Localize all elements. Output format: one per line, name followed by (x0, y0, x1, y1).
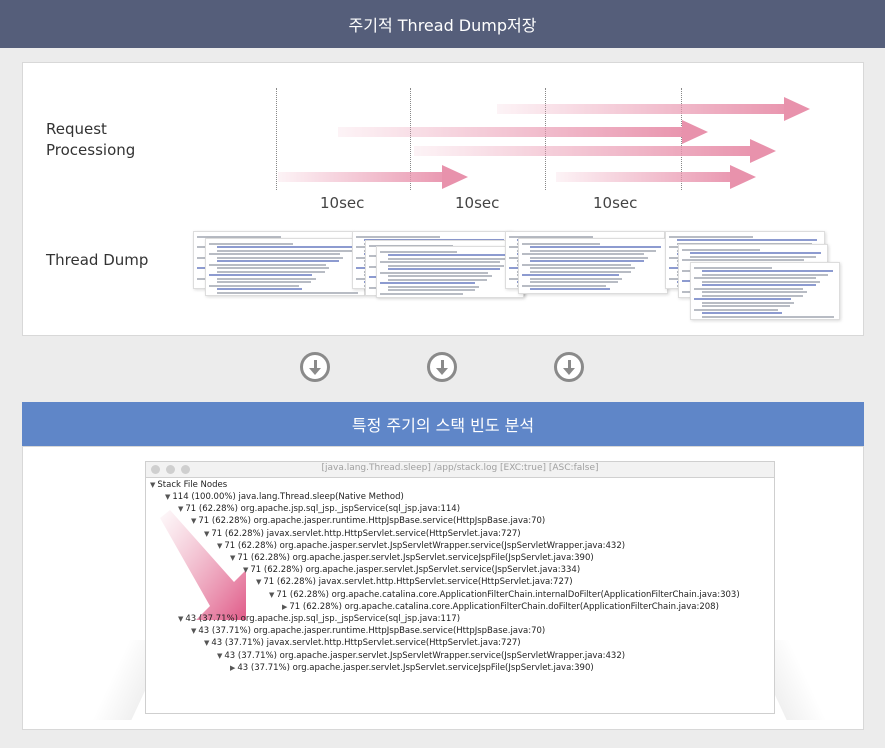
thread-dump-thumbnail (690, 262, 840, 320)
tree-node[interactable]: ▼43 (37.71%) org.apache.jsp.sql_jsp._jsp… (178, 613, 460, 625)
request-arrow-4 (278, 165, 468, 189)
analysis-title: 특정 주기의 스택 빈도 분석 (351, 416, 535, 435)
tree-node-text: 71 (62.28%) org.apache.jasper.runtime.Ht… (198, 516, 546, 527)
tree-node[interactable]: ▼71 (62.28%) javax.servlet.http.HttpServ… (204, 528, 521, 540)
tree-node[interactable]: ▼71 (62.28%) org.apache.jasper.servlet.J… (230, 552, 594, 564)
tree-node-text: 43 (37.71%) org.apache.jasper.servlet.Js… (237, 662, 594, 673)
tree-node-text: 71 (62.28%) org.apache.jasper.servlet.Js… (237, 553, 594, 563)
expand-icon[interactable]: ▶ (230, 663, 236, 672)
request-arrow-5 (556, 165, 756, 189)
thread-dump-thumbnail (376, 246, 524, 298)
collapse-icon[interactable]: ▼ (191, 517, 197, 526)
interval-line-4 (681, 88, 682, 190)
drill-down-arrow-icon (160, 510, 246, 620)
down-arrow-icon (554, 352, 584, 382)
collapse-icon[interactable]: ▼ (243, 566, 249, 575)
expand-icon[interactable]: ▶ (282, 602, 288, 611)
request-arrow-3 (414, 139, 776, 163)
collapse-icon[interactable]: ▼ (269, 590, 275, 599)
interval-label-3: 10sec (593, 194, 638, 212)
tree-node[interactable]: ▼43 (37.71%) javax.servlet.http.HttpServ… (204, 637, 521, 649)
collapse-icon[interactable]: ▼ (217, 541, 223, 550)
collapse-icon[interactable]: ▼ (204, 639, 210, 648)
tree-node-text: 43 (37.71%) javax.servlet.http.HttpServl… (211, 638, 521, 649)
tree-node-text: 71 (62.28%) org.apache.jasper.servlet.Js… (250, 565, 581, 576)
collapse-icon[interactable]: ▼ (204, 529, 210, 538)
tree-node-text: 43 (37.71%) org.apache.jsp.sql_jsp._jspS… (185, 614, 461, 624)
tree-node[interactable]: ▼71 (62.28%) org.apache.jasper.servlet.J… (217, 540, 625, 552)
tree-node-text: 71 (62.28%) org.apache.jasper.servlet.Js… (224, 540, 626, 551)
interval-label-2: 10sec (455, 194, 500, 212)
down-arrow-icon (300, 352, 330, 382)
tree-node[interactable]: ▼43 (37.71%) org.apache.jasper.servlet.J… (217, 650, 625, 662)
collapse-icon[interactable]: ▼ (256, 578, 262, 587)
tree-root[interactable]: ▼Stack File Nodes (150, 480, 228, 490)
down-arrow-icon (427, 352, 457, 382)
collapse-icon[interactable]: ▼ (178, 505, 184, 514)
analysis-title-bar: 특정 주기의 스택 빈도 분석 (22, 402, 864, 446)
interval-label-1: 10sec (320, 194, 365, 212)
window-title: [java.lang.Thread.sleep] /app/stack.log … (321, 463, 599, 473)
tree-node[interactable]: ▶43 (37.71%) org.apache.jasper.servlet.J… (230, 662, 594, 674)
tree-node[interactable]: ▼71 (62.28%) javax.servlet.http.HttpServ… (256, 576, 573, 588)
tree-node-text: 71 (62.28%) javax.servlet.http.HttpServl… (263, 577, 573, 588)
thread-dump-label: Thread Dump (46, 251, 149, 269)
collapse-icon[interactable]: ▼ (165, 493, 171, 501)
tree-node[interactable]: ▼114 (100.00%) java.lang.Thread.sleep(Na… (165, 491, 404, 503)
interval-line-1 (276, 88, 277, 190)
tree-node-text: 71 (62.28%) javax.servlet.http.HttpServl… (211, 528, 521, 539)
tree-node[interactable]: ▼71 (62.28%) org.apache.jasper.runtime.H… (191, 515, 545, 527)
collapse-icon[interactable]: ▼ (217, 651, 223, 660)
window-titlebar: [java.lang.Thread.sleep] /app/stack.log … (146, 462, 774, 478)
tree-node-text: 71 (62.28%) org.apache.catalina.core.App… (276, 589, 740, 600)
interval-line-2 (410, 88, 411, 190)
header-title: 주기적 Thread Dump저장 (348, 16, 537, 35)
request-arrow-1 (497, 97, 810, 121)
tree-node-text: 114 (100.00%) java.lang.Thread.sleep(Nat… (172, 492, 404, 502)
collapse-icon[interactable]: ▼ (178, 615, 184, 623)
tree-node-text: 71 (62.28%) org.apache.jsp.sql_jsp._jspS… (185, 504, 461, 515)
tree-node[interactable]: ▼43 (37.71%) org.apache.jasper.runtime.H… (191, 625, 545, 637)
window-minimize-icon[interactable] (166, 465, 175, 474)
window-maximize-icon[interactable] (181, 465, 190, 474)
header-title-bar: 주기적 Thread Dump저장 (0, 0, 885, 48)
collapse-icon[interactable]: ▼ (230, 554, 236, 562)
tree-node[interactable]: ▼71 (62.28%) org.apache.jasper.servlet.J… (243, 564, 580, 576)
tree-node[interactable]: ▼71 (62.28%) org.apache.jsp.sql_jsp._jsp… (178, 503, 460, 515)
thread-dump-thumbnail (205, 238, 365, 296)
request-arrow-2 (338, 120, 708, 144)
tree-node-text: 43 (37.71%) org.apache.jasper.servlet.Js… (224, 650, 626, 661)
tree-node-text: 43 (37.71%) org.apache.jasper.runtime.Ht… (198, 626, 546, 637)
thread-dump-thumbnail (518, 238, 668, 294)
collapse-icon[interactable]: ▼ (191, 627, 197, 636)
interval-line-3 (545, 88, 546, 190)
tree-node-text: 71 (62.28%) org.apache.catalina.core.App… (289, 601, 719, 612)
tree-node[interactable]: ▶71 (62.28%) org.apache.catalina.core.Ap… (282, 601, 719, 613)
stack-viewer-window: [java.lang.Thread.sleep] /app/stack.log … (145, 461, 775, 714)
request-processing-label: Request Processiong (46, 120, 136, 159)
window-close-icon[interactable] (151, 465, 160, 474)
tree-node[interactable]: ▼71 (62.28%) org.apache.catalina.core.Ap… (269, 589, 740, 601)
